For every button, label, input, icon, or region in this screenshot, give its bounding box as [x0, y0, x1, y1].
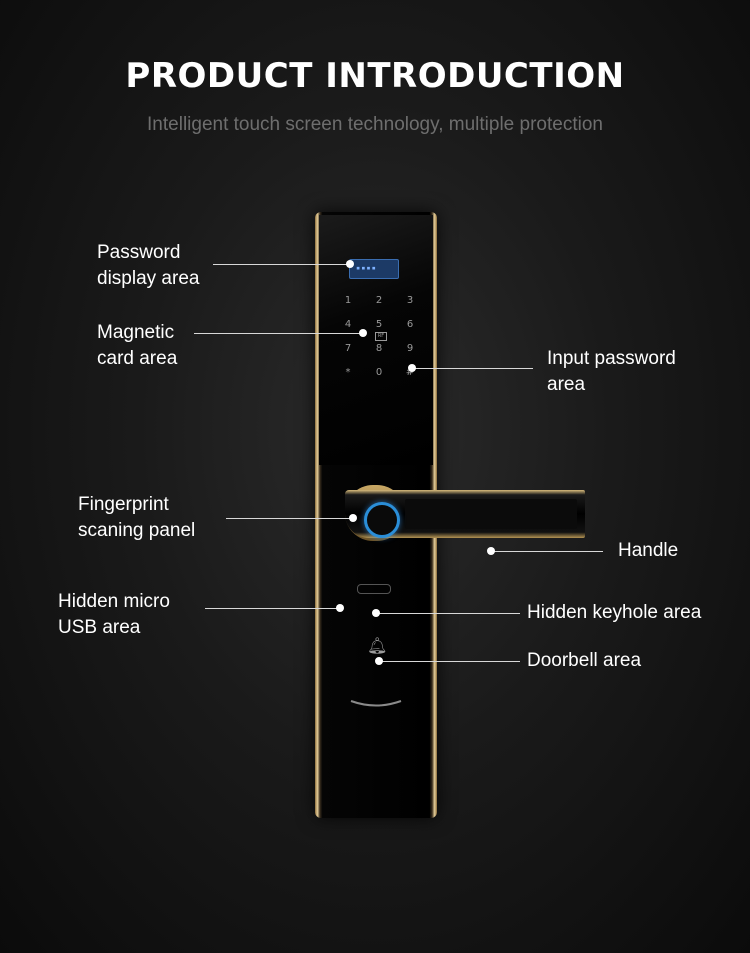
leader-line-doorbell [381, 661, 520, 662]
key-star: * [345, 367, 351, 378]
key-5: 5 [375, 319, 383, 330]
leader-line-password-display [213, 264, 350, 265]
lock-glass-panel: ▪▪▪▪ 1 2 3 4 5 6 7 8 9 * 0 # RF [319, 215, 433, 465]
dot-password-display [346, 260, 354, 268]
callout-password-display: Password display area [97, 242, 200, 289]
leader-line-magnetic-card [194, 333, 362, 334]
dot-doorbell [375, 657, 383, 665]
key-0: 0 [375, 367, 383, 378]
page-subtitle: Intelligent touch screen technology, mul… [147, 114, 603, 135]
callout-magnetic-card: Magnetic card area [97, 322, 178, 369]
password-display-screen: ▪▪▪▪ [349, 259, 399, 279]
micro-usb-slot [357, 584, 391, 594]
callout-fingerprint: Fingerprint scaning panel [78, 494, 196, 541]
logo-swoosh-icon [350, 700, 402, 707]
key-1: 1 [344, 295, 352, 306]
key-3: 3 [406, 295, 414, 306]
key-9: 9 [406, 343, 414, 354]
leader-line-handle [493, 551, 603, 552]
key-7: 7 [344, 343, 352, 354]
callout-handle: Handle [618, 540, 679, 561]
key-6: 6 [406, 319, 414, 330]
dot-magnetic-card [359, 329, 367, 337]
key-4: 4 [344, 319, 352, 330]
callout-doorbell: Doorbell area [527, 650, 642, 671]
callout-input-password: Input password area [547, 348, 676, 395]
key-hash: # [405, 367, 415, 378]
leader-line-micro-usb [205, 608, 339, 609]
dot-fingerprint [349, 514, 357, 522]
key-2: 2 [375, 295, 383, 306]
dot-keyhole [372, 609, 380, 617]
leader-line-input-password [412, 368, 533, 369]
dot-handle [487, 547, 495, 555]
bell-icon: 🔔︎ [367, 636, 388, 655]
dot-input-password [408, 364, 416, 372]
callout-keyhole: Hidden keyhole area [527, 602, 702, 623]
leader-line-keyhole [378, 613, 520, 614]
magnetic-card-icon: RF [375, 332, 387, 341]
fingerprint-sensor-icon [364, 502, 400, 538]
leader-line-fingerprint [226, 518, 352, 519]
key-8: 8 [375, 343, 383, 354]
page-title: PRODUCT INTRODUCTION [125, 56, 625, 96]
dot-micro-usb [336, 604, 344, 612]
callout-micro-usb: Hidden micro USB area [58, 591, 170, 638]
